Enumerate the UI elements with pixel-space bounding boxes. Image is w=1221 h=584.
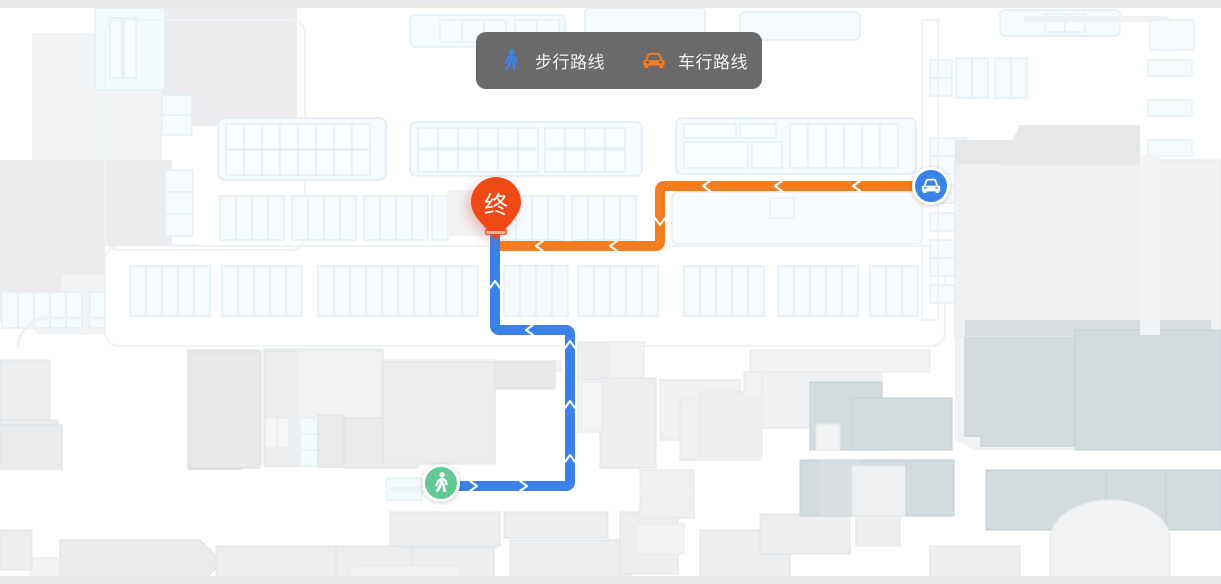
- legend-label-walking: 步行路线: [535, 53, 605, 72]
- car-icon: [921, 178, 941, 193]
- car-icon: [641, 47, 667, 75]
- destination-pin-label: 终: [484, 191, 508, 219]
- walking-start-marker[interactable]: [422, 464, 460, 502]
- pedestrian-icon: [435, 472, 448, 493]
- legend-item-driving[interactable]: 车行路线: [641, 32, 748, 89]
- legend-item-walking[interactable]: 步行路线: [498, 32, 605, 89]
- driving-route-arrows: [535, 180, 861, 252]
- walking-route-arrows: [469, 280, 576, 492]
- walking-route-path[interactable]: [441, 224, 576, 492]
- legend-label-driving: 车行路线: [678, 53, 748, 72]
- map-features: [0, 7, 1221, 584]
- destination-pin[interactable]: 终: [471, 177, 521, 239]
- pedestrian-icon: [498, 47, 524, 75]
- destination-pin-graphic[interactable]: [471, 177, 521, 240]
- route-legend[interactable]: 步行路线 车行路线: [476, 32, 762, 89]
- driving-route-path[interactable]: [495, 180, 931, 252]
- car-start-marker[interactable]: [912, 167, 950, 205]
- bottom-frame-strip: [0, 576, 1221, 584]
